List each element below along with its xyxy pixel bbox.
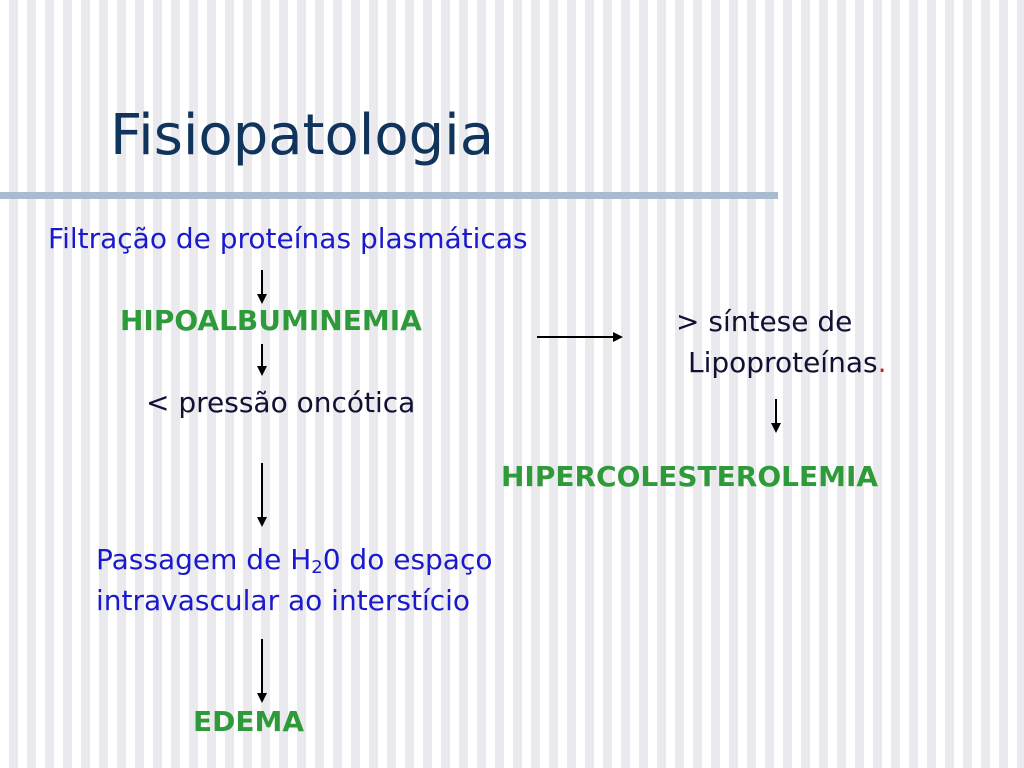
arrow-down-1: [257, 270, 267, 304]
arrow-down-4: [257, 639, 267, 703]
slide-title: Fisiopatologia: [110, 103, 495, 168]
arrow-down-2: [257, 344, 267, 376]
sintese-text: Lipoproteínas: [688, 346, 878, 379]
node-sintese-line2: Lipoproteínas.: [688, 346, 886, 380]
node-passagem-line1: Passagem de H20 do espaço: [96, 543, 493, 577]
arrow-down-3: [257, 463, 267, 527]
node-edema: EDEMA: [193, 705, 305, 738]
passagem-post: 0 do espaço: [322, 543, 493, 576]
node-pressao: < pressão oncótica: [146, 386, 416, 419]
sintese-dot: .: [877, 346, 887, 379]
passagem-subscript: 2: [311, 557, 323, 578]
passagem-pre: Passagem de H: [96, 543, 312, 576]
node-passagem-line2: intravascular ao interstício: [96, 584, 471, 617]
node-sintese-line1: > síntese de: [676, 305, 853, 338]
node-filtracao: Filtração de proteínas plasmáticas: [48, 222, 528, 255]
arrow-down-sintese: [771, 399, 781, 433]
node-hipoalbuminemia: HIPOALBUMINEMIA: [120, 304, 422, 337]
title-divider: [0, 192, 778, 199]
node-hipercolesterolemia: HIPERCOLESTEROLEMIA: [501, 460, 879, 493]
arrow-right: [537, 332, 623, 342]
